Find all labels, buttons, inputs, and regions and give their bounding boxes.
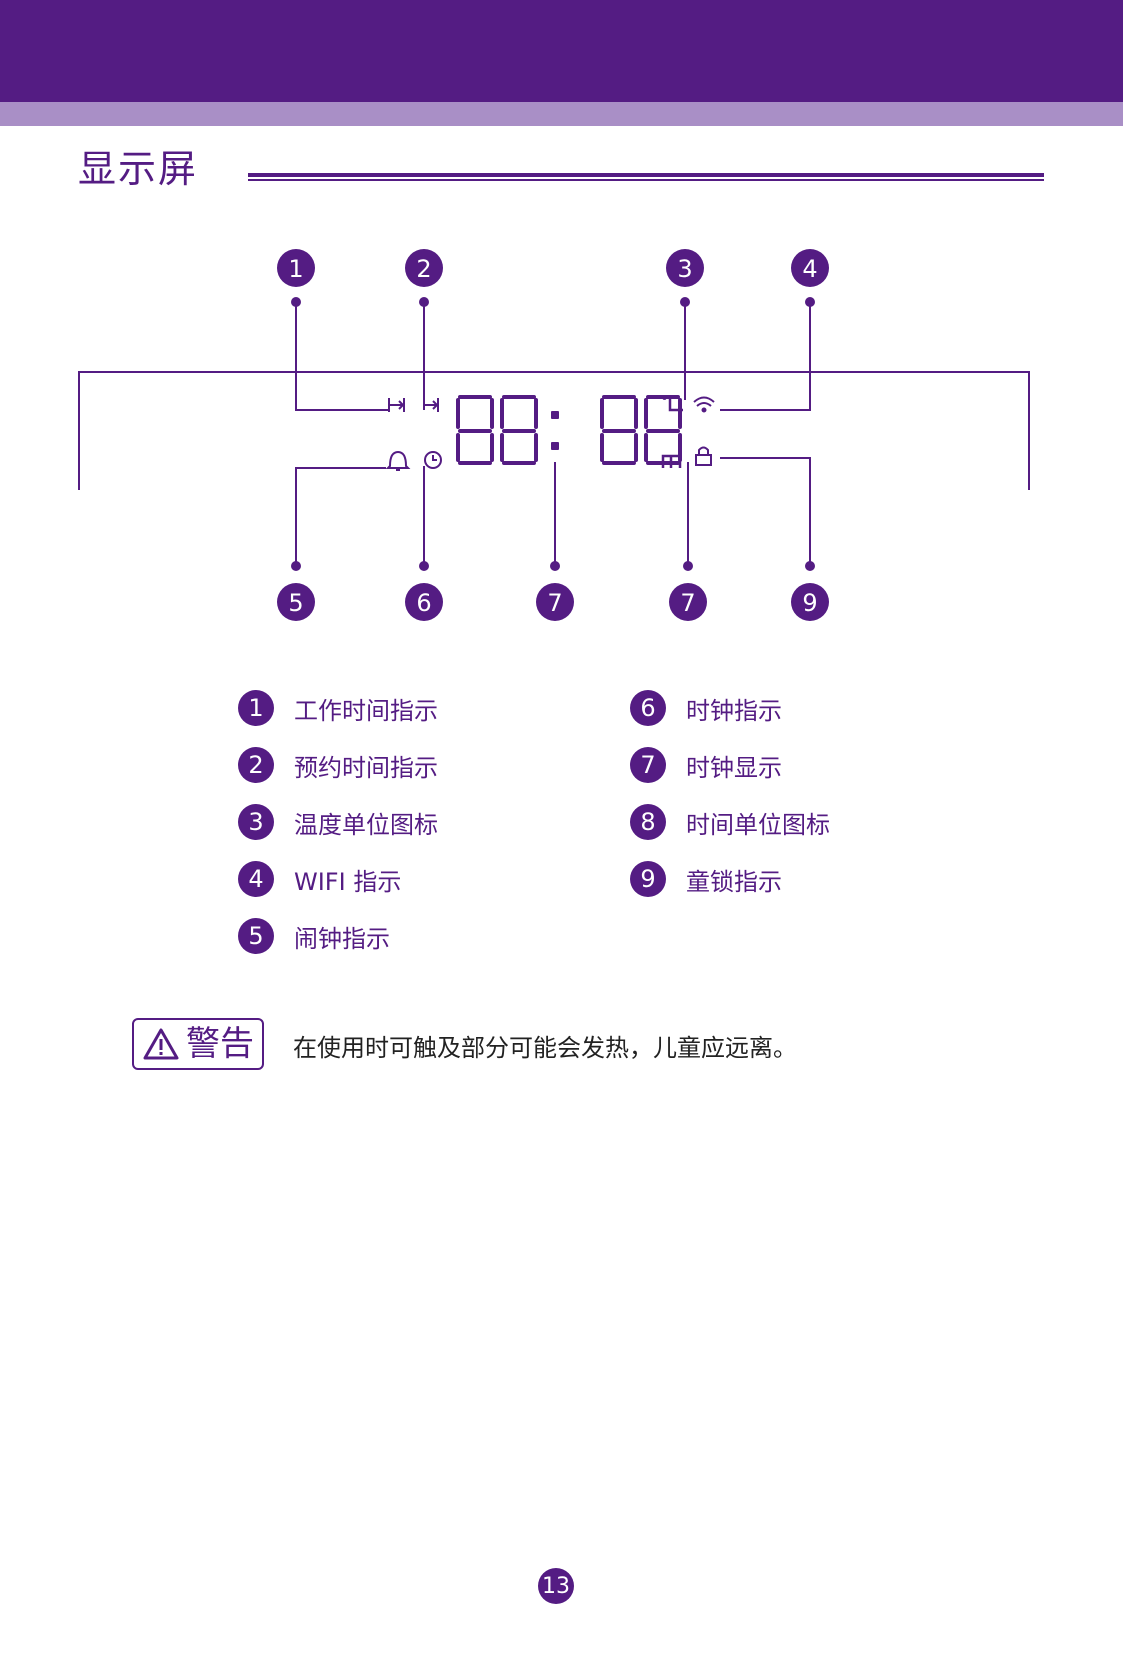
callout-9: 9 bbox=[791, 583, 829, 621]
legend: 1 工作时间指示 2 预约时间指示 3 温度单位图标 4 WIFI 指示 5 闹… bbox=[0, 0, 1123, 954]
warning-text: 在使用时可触及部分可能会发热，儿童应远离。 bbox=[293, 1034, 797, 1062]
legend-number: 3 bbox=[238, 804, 274, 840]
svg-text:6: 6 bbox=[416, 589, 431, 617]
callout-7b: 7 bbox=[669, 583, 707, 621]
svg-text:7: 7 bbox=[680, 589, 695, 617]
legend-number: 4 bbox=[238, 861, 274, 897]
callout-5: 5 bbox=[277, 583, 315, 621]
legend-item-1: 1 工作时间指示 bbox=[238, 688, 438, 728]
leader-4 bbox=[720, 302, 811, 411]
clock-digits bbox=[456, 395, 682, 465]
warning-label: 警告 bbox=[186, 1024, 254, 1064]
display-diagram: ° 1 2 3 4 5 6 7 7 9 bbox=[78, 249, 1030, 621]
section-title: 显示屏 bbox=[78, 147, 199, 191]
svg-text:°: ° bbox=[661, 394, 668, 410]
bell-icon bbox=[385, 450, 411, 471]
callout-1: 1 bbox=[277, 249, 315, 287]
panel-outline bbox=[78, 371, 1030, 490]
callout-7a: 7 bbox=[536, 583, 574, 621]
legend-label: 预约时间指示 bbox=[294, 753, 438, 782]
digit-1 bbox=[456, 395, 494, 465]
wifi-icon bbox=[693, 396, 715, 413]
svg-text:9: 9 bbox=[802, 589, 817, 617]
minute-unit-icon bbox=[661, 454, 682, 468]
legend-item-7: 7 时钟显示 bbox=[630, 745, 782, 785]
page-number: 13 bbox=[538, 1568, 574, 1604]
legend-number: 8 bbox=[630, 804, 666, 840]
leader-9 bbox=[720, 457, 811, 566]
work-time-icon bbox=[388, 398, 405, 412]
svg-text:3: 3 bbox=[677, 255, 692, 283]
legend-label: 时间单位图标 bbox=[686, 810, 830, 839]
legend-item-2: 2 预约时间指示 bbox=[238, 745, 438, 785]
legend-item-4: 4 WIFI 指示 bbox=[238, 859, 401, 899]
digit-3 bbox=[600, 395, 638, 465]
svg-text:2: 2 bbox=[416, 255, 431, 283]
legend-number: 5 bbox=[238, 918, 274, 954]
leader-5 bbox=[295, 467, 386, 566]
legend-label: 时钟显示 bbox=[686, 753, 782, 782]
legend-label: 闹钟指示 bbox=[294, 924, 390, 953]
header-band bbox=[0, 0, 1123, 102]
callout-3: 3 bbox=[666, 249, 704, 287]
celsius-icon: ° bbox=[661, 394, 683, 412]
legend-item-6: 6 时钟指示 bbox=[630, 688, 782, 728]
preset-time-icon bbox=[425, 398, 439, 412]
legend-label: 童锁指示 bbox=[686, 867, 782, 896]
digit-2 bbox=[500, 395, 538, 465]
legend-label: 工作时间指示 bbox=[294, 696, 438, 725]
legend-item-8: 8 时间单位图标 bbox=[630, 802, 830, 842]
svg-text:7: 7 bbox=[547, 589, 562, 617]
legend-number: 7 bbox=[630, 747, 666, 783]
legend-label: 时钟指示 bbox=[686, 696, 782, 725]
digit-4 bbox=[644, 395, 682, 465]
warning-icon bbox=[143, 1028, 179, 1060]
legend-label: WIFI 指示 bbox=[294, 867, 402, 896]
svg-text:5: 5 bbox=[288, 589, 303, 617]
legend-number: 9 bbox=[630, 861, 666, 897]
legend-item-9: 9 童锁指示 bbox=[630, 859, 782, 899]
clock-colon bbox=[551, 411, 559, 450]
clock-icon bbox=[424, 451, 442, 469]
callout-badges: 1 2 3 4 5 6 7 7 9 bbox=[277, 249, 829, 621]
svg-text:4: 4 bbox=[802, 255, 817, 283]
legend-number: 2 bbox=[238, 747, 274, 783]
legend-item-3: 3 温度单位图标 bbox=[238, 802, 438, 842]
svg-text:1: 1 bbox=[288, 255, 303, 283]
title-rule bbox=[248, 173, 1044, 182]
legend-number: 6 bbox=[630, 690, 666, 726]
header-sub-band bbox=[0, 102, 1123, 126]
lock-icon bbox=[695, 446, 712, 466]
leader-1 bbox=[295, 302, 388, 411]
callout-2: 2 bbox=[405, 249, 443, 287]
legend-number: 1 bbox=[238, 690, 274, 726]
warning-badge: 警告 bbox=[132, 1018, 264, 1070]
callout-4: 4 bbox=[791, 249, 829, 287]
legend-item-5: 5 闹钟指示 bbox=[238, 916, 390, 956]
callout-6: 6 bbox=[405, 583, 443, 621]
legend-label: 温度单位图标 bbox=[294, 810, 438, 839]
